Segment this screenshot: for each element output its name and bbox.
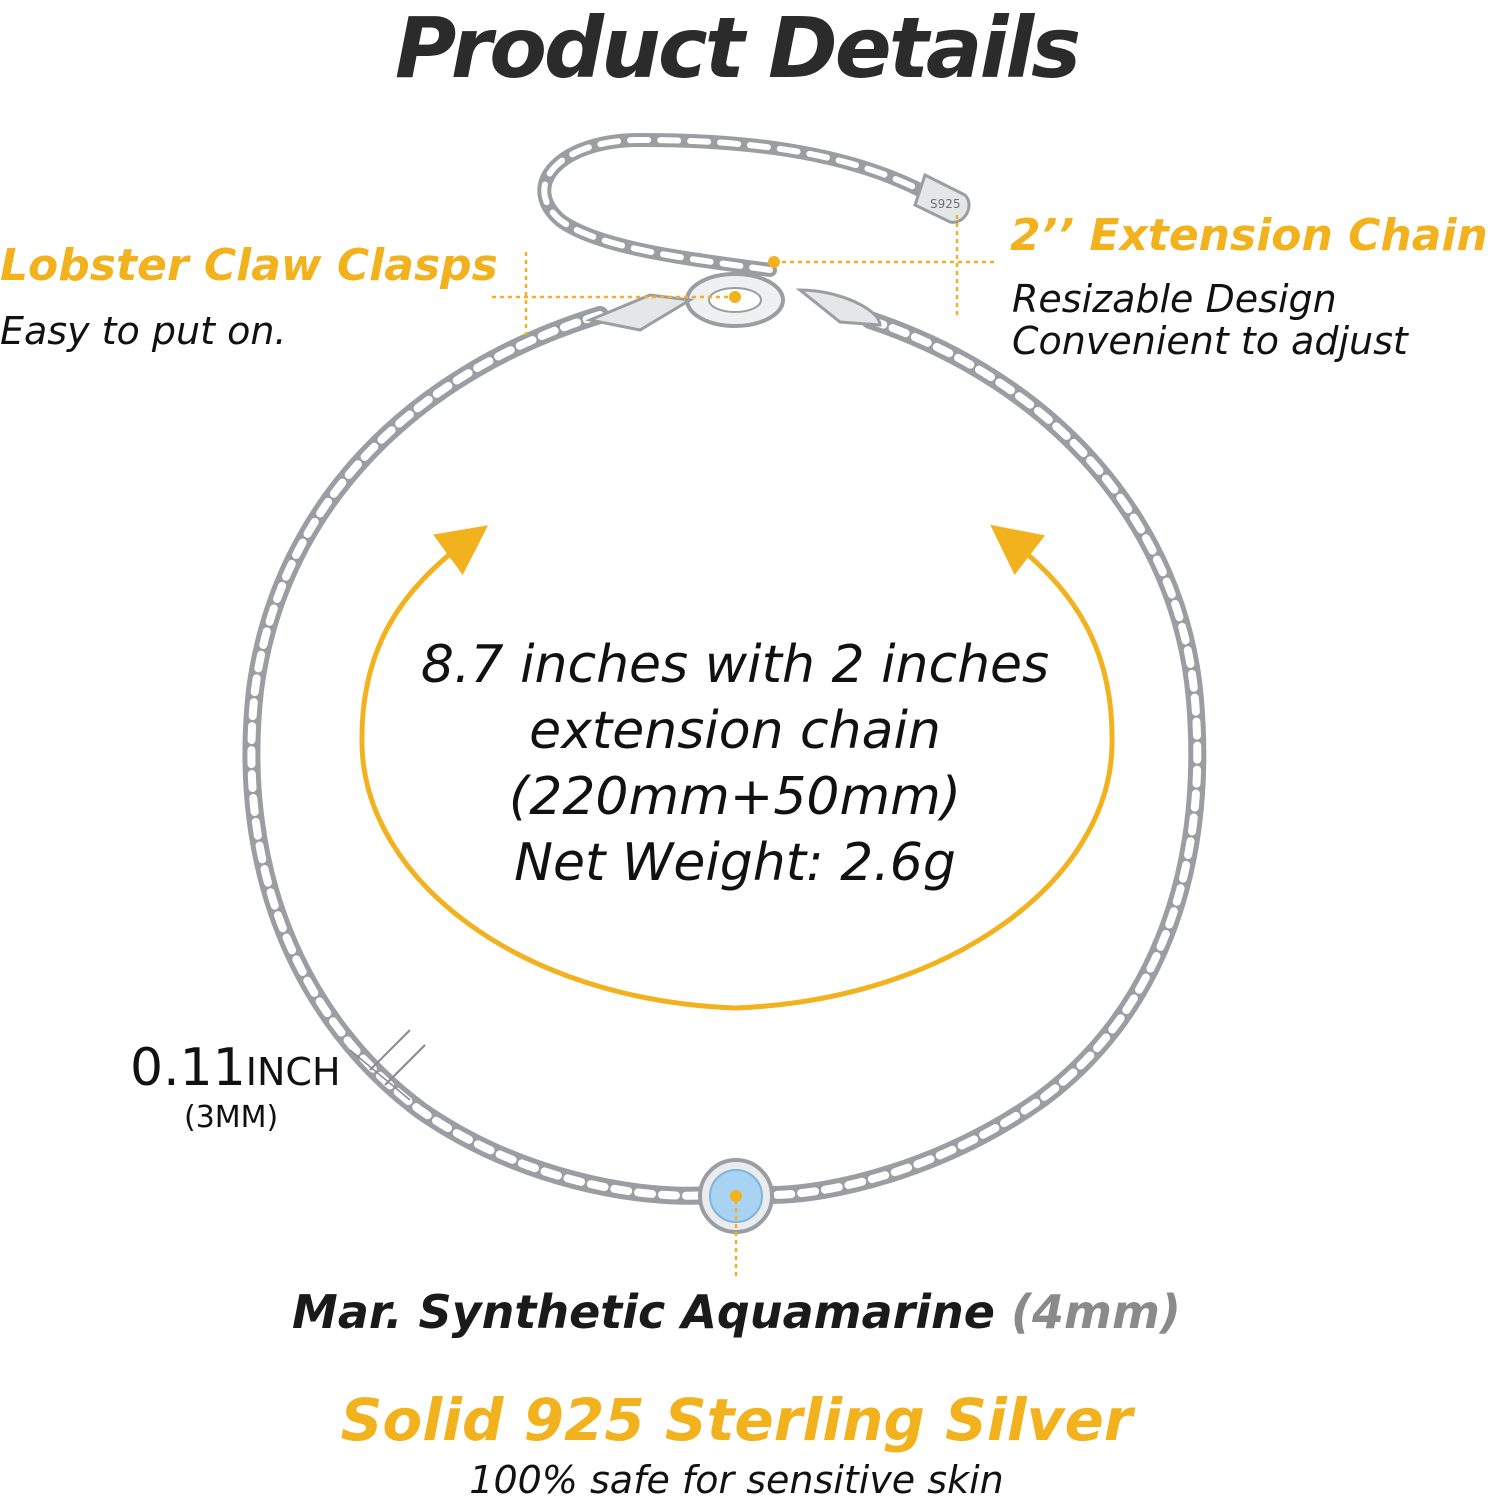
clasp-leader [492,252,741,335]
size-line-3: (220mm+50mm) [508,767,962,827]
chain-width: 0.11INCH [130,1040,341,1100]
extension-callout-title: 2’’ Extension Chain [1010,210,1488,261]
stone-label: Mar. Synthetic Aquamarine (4mm) [0,1284,1473,1340]
extension-callout-line2: Convenient to adjust [1012,319,1408,363]
tag-stamp-text: S925 [930,197,961,211]
size-line-1: 8.7 inches with 2 inches [420,635,1050,695]
size-description: 8.7 inches with 2 inches extension chain… [360,632,1110,896]
material-title: Solid 925 Sterling Silver [340,1386,1133,1454]
clasp-callout-subtitle: Easy to put on. [0,309,287,353]
stone-size: (4mm) [1011,1285,1181,1339]
aquamarine-stone [698,1158,774,1234]
size-line-2: extension chain [529,701,941,761]
chain-width-value: 0.11 [130,1038,246,1098]
left-arc [359,525,736,1011]
weight-line: Net Weight: 2.6g [514,833,956,893]
right-arc [734,524,1115,1011]
page-title: Product Details [394,0,1081,97]
extension-leader [768,215,995,315]
s925-tag: S925 [913,172,971,224]
chain-width-metric: (3MM) [184,1100,279,1135]
stone-name: Mar. Synthetic Aquamarine [292,1285,996,1339]
material-subtitle: 100% safe for sensitive skin [469,1458,1004,1502]
clasp-callout-title: Lobster Claw Clasps [0,240,498,291]
extension-callout-line1: Resizable Design [1012,277,1337,321]
extension-chain [537,132,927,277]
chain-width-unit: INCH [245,1050,341,1094]
chain-loop [242,306,1207,1205]
width-gauge-lines [349,1029,426,1101]
